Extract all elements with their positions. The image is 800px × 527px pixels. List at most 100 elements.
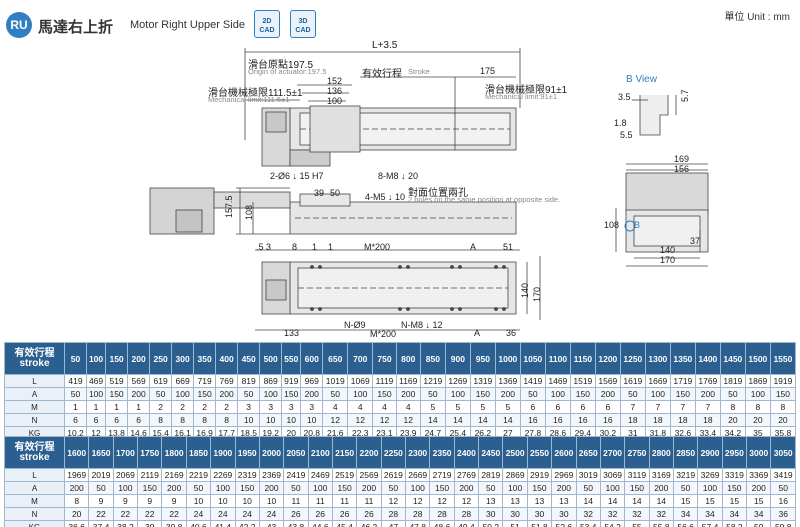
table-cell: 20 [744, 413, 771, 427]
stroke-cell: 1750 [137, 436, 163, 469]
dim-108-side: 108 [244, 204, 254, 220]
table-cell: 20 [719, 413, 746, 427]
table-cell: 6 [127, 413, 151, 427]
stroke-cell: 2650 [575, 436, 601, 469]
stroke-cell: 2150 [331, 436, 358, 469]
table-cell: 16 [544, 413, 571, 427]
table-cell: 24 [234, 507, 260, 521]
table-cell: 51 [502, 520, 528, 527]
table-cell: 50 [283, 481, 309, 495]
table-cell: 3169 [648, 468, 674, 482]
stroke-cell: 1400 [694, 342, 721, 375]
table-cell: 3069 [599, 468, 626, 482]
table-cell: 9 [112, 494, 139, 508]
table-cell: 34 [672, 507, 699, 521]
stroke-cell: 1150 [569, 342, 596, 375]
table-cell: 55.8 [648, 520, 674, 527]
table-cell: 30 [526, 507, 553, 521]
table-cell: 150 [331, 481, 358, 495]
table-cell: 11 [283, 494, 309, 508]
table-cell: 50 [88, 481, 114, 495]
dim-100: 100 [327, 96, 343, 106]
table-cell: 13 [526, 494, 553, 508]
dim-133: 133 [284, 328, 300, 338]
table-cell: 200 [161, 481, 187, 495]
bv-dim-1-8: 1.8 [614, 118, 627, 128]
table-cell: 20 [63, 507, 90, 521]
stroke-cell: 100 [86, 342, 107, 375]
stroke-label-zh: 有效行程 [362, 69, 402, 80]
holes-m8: 8-M8 ↓ 20 [378, 171, 419, 181]
table-cell: 56.6 [672, 520, 699, 527]
table-cell: 28 [429, 507, 455, 521]
table-cell: 43 [258, 520, 285, 527]
table-cell: 1269 [444, 374, 471, 388]
table-cell: 1619 [619, 374, 646, 388]
table-cell: 50 [719, 387, 746, 401]
table-cell: 24 [258, 507, 285, 521]
table-cell: 14 [648, 494, 674, 508]
table-cell: 14 [494, 413, 521, 427]
stroke-header-en: stroke [19, 357, 50, 369]
stroke-cell: 1100 [544, 342, 571, 375]
table-cell: 15 [672, 494, 699, 508]
stroke-cell: 2700 [599, 436, 626, 469]
row-label: L [4, 468, 65, 482]
end-dim-37: 37 [690, 236, 701, 246]
table-cell: 54.2 [599, 520, 626, 527]
table-cell: 1319 [469, 374, 496, 388]
table-cell: 2 [171, 400, 195, 414]
table-cell: 20 [769, 413, 797, 427]
table-cell: 519 [105, 374, 129, 388]
end-dim-169: 169 [674, 154, 690, 164]
table-cell: 26 [283, 507, 309, 521]
table-cell: 12 [347, 413, 374, 427]
table-cell: 769 [215, 374, 239, 388]
table-cell: 1 [86, 400, 107, 414]
table-cell: 200 [356, 481, 382, 495]
stroke-cell: 550 [281, 342, 302, 375]
table-cell: 9 [161, 494, 187, 508]
table-cell: 6 [519, 400, 546, 414]
row-label: N [4, 507, 65, 521]
end-dim-170: 170 [660, 255, 676, 265]
table-cell: 419 [63, 374, 88, 388]
table-cell: 1919 [769, 374, 797, 388]
table-cell: 10 [210, 494, 236, 508]
table-cell: 8 [171, 413, 195, 427]
table-cell: 50 [770, 481, 796, 495]
unit-label: 單位 Unit : mm [724, 12, 790, 23]
table-cell: 100 [502, 481, 528, 495]
table-cell: 150 [372, 387, 397, 401]
table-cell: 200 [453, 481, 480, 495]
stroke-cell: 1800 [161, 436, 187, 469]
stroke-cell: 3050 [770, 436, 796, 469]
stroke-cell: 1900 [210, 436, 236, 469]
table-cell: 37.4 [88, 520, 114, 527]
table-cell: 200 [694, 387, 721, 401]
table-cell: 13 [478, 494, 504, 508]
table-cell: 12 [429, 494, 455, 508]
stroke-cell: 750 [372, 342, 397, 375]
stroke-cell: 350 [193, 342, 217, 375]
table-cell: 8 [149, 413, 173, 427]
table-cell: 50 [322, 387, 349, 401]
title-english: Motor Right Upper Side [130, 19, 245, 31]
table-cell: 150 [193, 387, 217, 401]
model-badge: RU [6, 12, 32, 38]
dim-136: 136 [327, 86, 343, 96]
table-cell: 2669 [405, 468, 431, 482]
table-cell: 26 [356, 507, 382, 521]
table-cell: 46.2 [356, 520, 382, 527]
table-cell: 59 [746, 520, 772, 527]
stroke-cell: 1300 [644, 342, 671, 375]
table-cell: 200 [63, 481, 90, 495]
table-cell: 2 [149, 400, 173, 414]
dim-1a: 1 [312, 242, 318, 252]
table-cell: 52.6 [551, 520, 577, 527]
table-cell: 36.6 [63, 520, 90, 527]
